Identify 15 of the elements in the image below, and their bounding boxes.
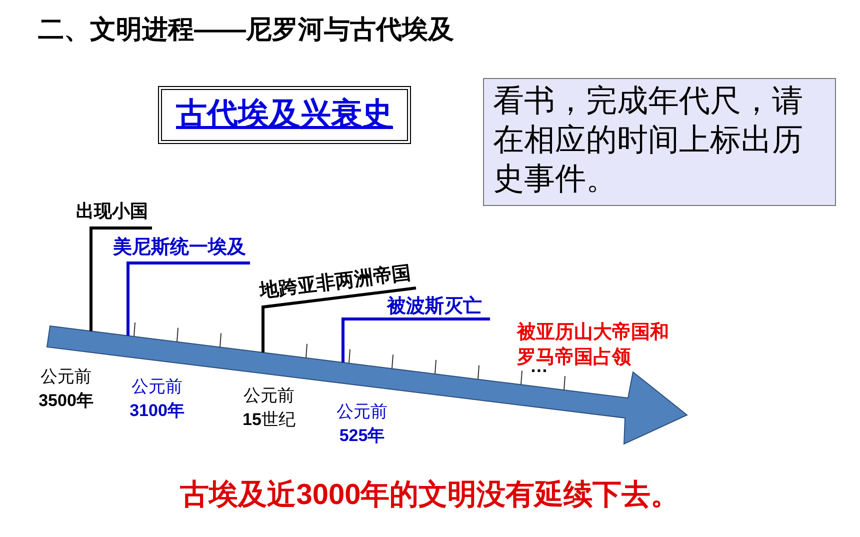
date-label: 公元前525年	[336, 401, 388, 447]
date-label: 公元前3100年	[128, 376, 186, 422]
conclusion-text: 古埃及近3000年的文明没有延续下去。	[179, 478, 681, 513]
event-label: 美尼斯统一埃及	[113, 236, 246, 263]
instruction-box: 看书，完成年代尺，请在相应的时间上标出历史事件。	[483, 78, 836, 206]
date-label: 公元前3500年	[38, 366, 94, 412]
event-label: 被波斯灭亡	[387, 295, 490, 319]
leader-line	[126, 262, 250, 336]
title-box: 古代埃及兴衰史	[158, 86, 411, 144]
leader-line	[342, 318, 490, 362]
event-label: 出现小国	[76, 200, 148, 228]
date-label: 公元前15世纪	[242, 385, 296, 431]
leader-line	[90, 226, 152, 332]
title: 二、文明进程——尼罗河与古代埃及	[38, 13, 454, 46]
leader-line	[262, 286, 416, 352]
